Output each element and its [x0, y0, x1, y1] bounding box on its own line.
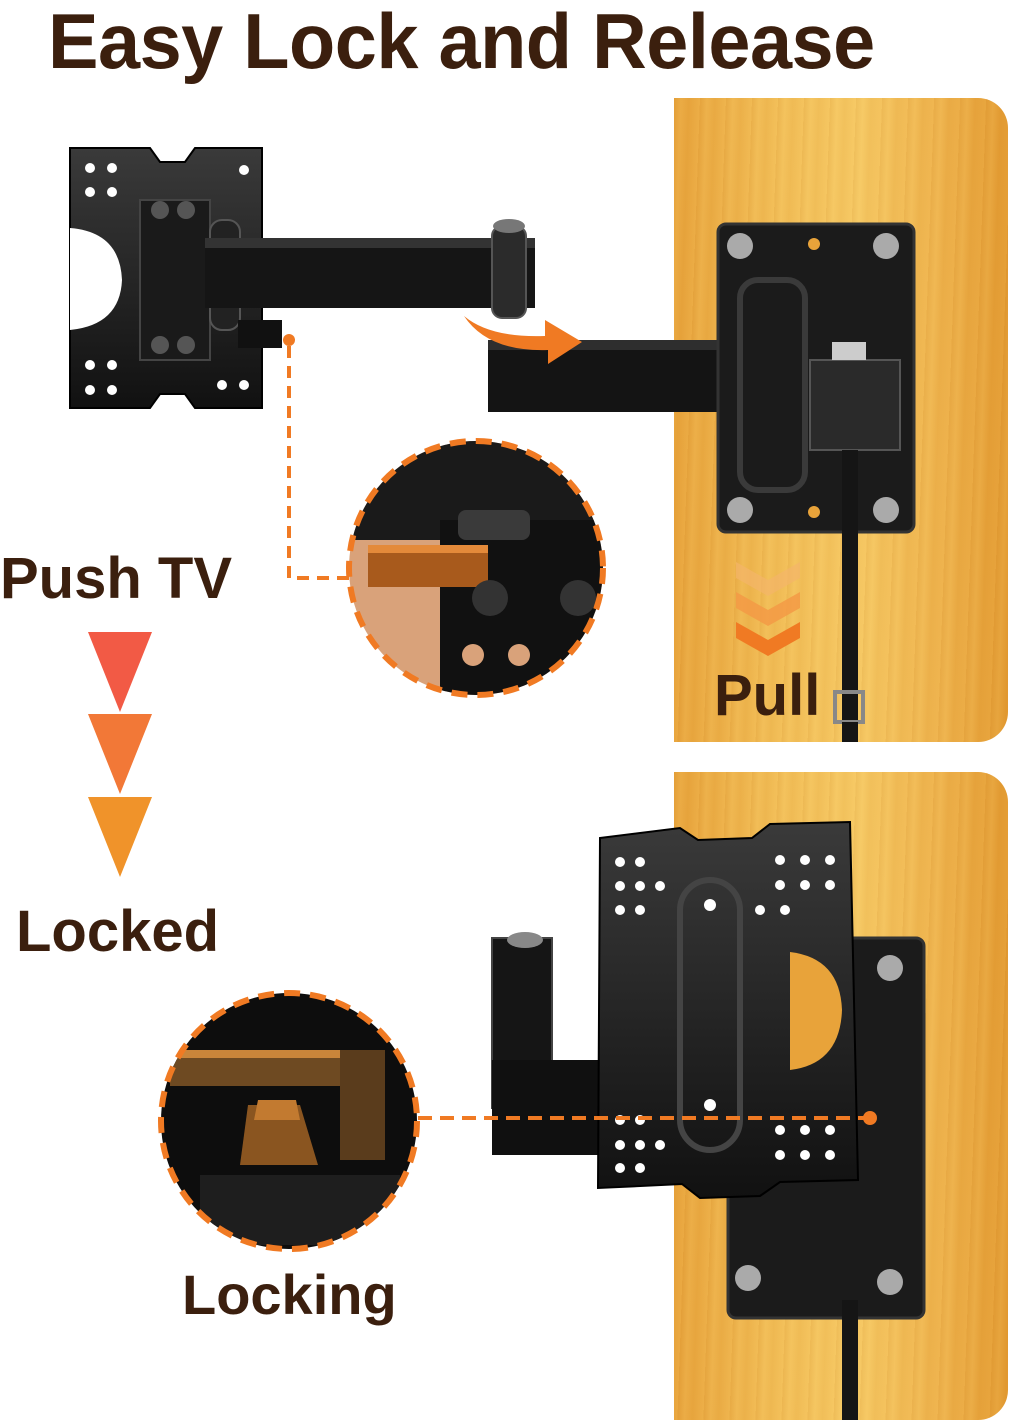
page-title: Easy Lock and Release [48, 0, 875, 85]
label-pull: Pull [714, 663, 821, 728]
detail-zoom-locking [158, 990, 420, 1252]
callout-connector-bottom [418, 1111, 877, 1125]
label-locking: Locking [182, 1263, 397, 1326]
down-triangle-icon [88, 632, 152, 877]
rotate-arrow-icon [464, 316, 582, 364]
label-push-tv: Push TV [0, 546, 233, 611]
callout-connector-top [283, 334, 352, 580]
chevron-down-icon [736, 562, 800, 656]
wall-plate-top [716, 222, 916, 742]
label-locked: Locked [16, 899, 220, 964]
swing-arm-top [205, 219, 759, 441]
tv-plate-top [69, 147, 282, 409]
detail-zoom-release [346, 438, 606, 698]
tv-plate-bottom [596, 820, 860, 1200]
